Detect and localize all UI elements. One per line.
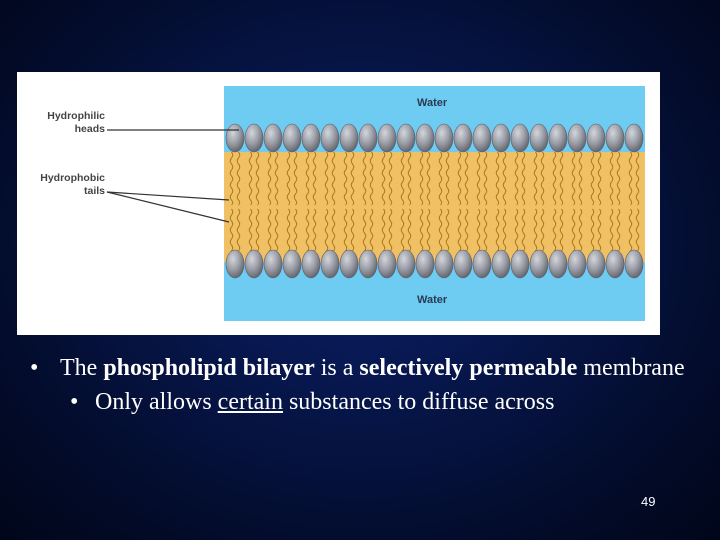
phosphate-head bbox=[511, 124, 529, 152]
phosphate-head bbox=[435, 250, 453, 278]
phosphate-head bbox=[321, 124, 339, 152]
bullet-item-1: • The phospholipid bilayer is a selectiv… bbox=[30, 352, 700, 384]
bullet-list: • The phospholipid bilayer is a selectiv… bbox=[30, 352, 700, 418]
bullet-item-2: • Only allows certain substances to diff… bbox=[30, 386, 700, 418]
phosphate-head bbox=[321, 250, 339, 278]
bullet1-bold-permeable: selectively permeable bbox=[359, 355, 577, 381]
phosphate-head bbox=[568, 124, 586, 152]
phosphate-head bbox=[606, 250, 624, 278]
bullet1-text-c: membrane bbox=[577, 355, 684, 381]
phosphate-head bbox=[226, 124, 244, 152]
phosphate-head bbox=[340, 124, 358, 152]
phosphate-head bbox=[378, 250, 396, 278]
phosphate-head bbox=[454, 124, 472, 152]
phosphate-head bbox=[530, 250, 548, 278]
hydrophobic-label-line2: tails bbox=[25, 185, 105, 198]
phosphate-head bbox=[492, 124, 510, 152]
phosphate-head bbox=[416, 250, 434, 278]
phosphate-head bbox=[397, 124, 415, 152]
water-top-label: Water bbox=[417, 97, 447, 109]
phosphate-head bbox=[302, 124, 320, 152]
bullet1-bold-bilayer: phospholipid bilayer bbox=[103, 355, 314, 381]
phosphate-head bbox=[245, 124, 263, 152]
hydrophilic-label-line1: Hydrophilic bbox=[29, 110, 105, 123]
membrane-figure: Hydrophilic heads Hydrophobic tails Wate… bbox=[17, 72, 660, 335]
bullet1-text-b: is a bbox=[315, 355, 360, 381]
phosphate-head bbox=[302, 250, 320, 278]
sub-bullet-marker: • bbox=[70, 386, 78, 418]
phosphate-head bbox=[625, 250, 643, 278]
bullet2-text-a: Only allows bbox=[95, 389, 218, 415]
phosphate-head bbox=[473, 250, 491, 278]
phosphate-head bbox=[454, 250, 472, 278]
phosphate-head bbox=[359, 250, 377, 278]
phosphate-head bbox=[264, 250, 282, 278]
phosphate-head bbox=[435, 124, 453, 152]
phosphate-head bbox=[568, 250, 586, 278]
phosphate-head bbox=[226, 250, 244, 278]
phosphate-head bbox=[473, 124, 491, 152]
bilayer-diagram bbox=[17, 72, 660, 335]
phosphate-head bbox=[492, 250, 510, 278]
phosphate-head bbox=[283, 250, 301, 278]
phosphate-head bbox=[416, 124, 434, 152]
phosphate-head bbox=[264, 124, 282, 152]
phosphate-head bbox=[511, 250, 529, 278]
phosphate-head bbox=[549, 250, 567, 278]
bullet-marker: • bbox=[30, 352, 38, 384]
phosphate-head bbox=[397, 250, 415, 278]
water-bottom-label: Water bbox=[417, 294, 447, 306]
phosphate-head bbox=[587, 250, 605, 278]
hydrophobic-label: Hydrophobic tails bbox=[25, 172, 105, 198]
phosphate-head bbox=[340, 250, 358, 278]
phosphate-head bbox=[587, 124, 605, 152]
hydrophobic-label-line1: Hydrophobic bbox=[25, 172, 105, 185]
phosphate-head bbox=[606, 124, 624, 152]
hydrophilic-label-line2: heads bbox=[29, 123, 105, 136]
phosphate-head bbox=[530, 124, 548, 152]
page-number: 49 bbox=[641, 494, 655, 509]
phosphate-head bbox=[549, 124, 567, 152]
phosphate-head bbox=[283, 124, 301, 152]
phosphate-head bbox=[625, 124, 643, 152]
phosphate-head bbox=[378, 124, 396, 152]
hydrophilic-label: Hydrophilic heads bbox=[29, 110, 105, 136]
bullet2-underlined-certain: certain bbox=[218, 389, 283, 415]
phosphate-head bbox=[359, 124, 377, 152]
phosphate-head bbox=[245, 250, 263, 278]
bullet2-text-b: substances to diffuse across bbox=[283, 389, 555, 415]
bullet1-text-a: The bbox=[60, 355, 103, 381]
